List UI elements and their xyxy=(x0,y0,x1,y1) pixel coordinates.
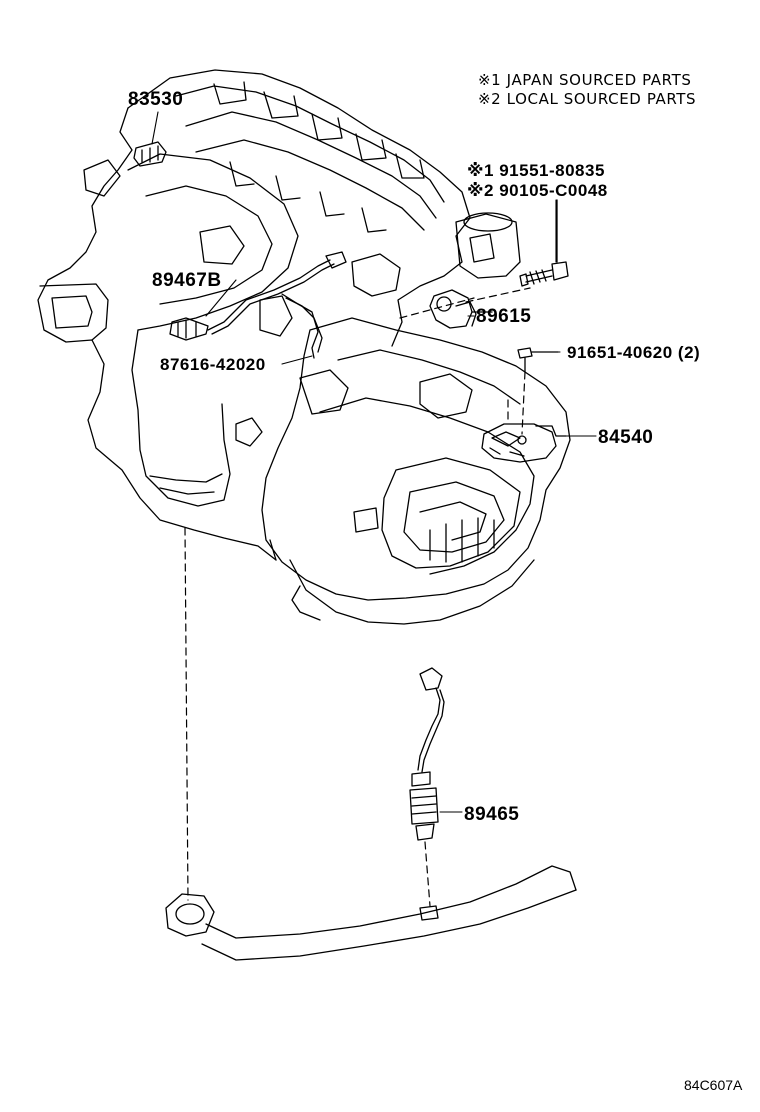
oxygen-sensor-89467b xyxy=(169,251,347,359)
part-label-91551-80835[interactable]: ※1 91551-80835 xyxy=(467,161,605,180)
exhaust-front-pipe xyxy=(165,865,577,961)
part-label-89467b[interactable]: 89467B xyxy=(152,270,222,291)
legend-local-sourced: ※2 LOCAL SOURCED PARTS xyxy=(478,90,697,108)
part-label-83530[interactable]: 83530 xyxy=(128,89,184,110)
bolt-91551-80835 xyxy=(519,199,569,287)
part-label-90105-c0048[interactable]: ※2 90105-C0048 xyxy=(467,181,608,200)
part-label-91651-40620[interactable]: 91651-40620 (2) xyxy=(567,343,701,362)
figure-reference-code: 84C607A xyxy=(684,1077,743,1093)
part-label-87616-42020[interactable]: 87616-42020 xyxy=(160,355,266,374)
dashed-leader-lines xyxy=(184,287,531,907)
legend-japan-sourced: ※1 JAPAN SOURCED PARTS xyxy=(478,71,692,89)
part-label-89465[interactable]: 89465 xyxy=(464,804,520,825)
neutral-start-switch-84540 xyxy=(481,423,567,463)
label-leader-lines xyxy=(151,111,597,813)
engine-assembly-drawing xyxy=(37,69,571,625)
part-label-89615[interactable]: 89615 xyxy=(476,306,532,327)
part-label-84540[interactable]: 84540 xyxy=(598,427,654,448)
oil-pressure-switch-83530 xyxy=(133,141,167,167)
oxygen-sensor-89465 xyxy=(409,667,445,841)
